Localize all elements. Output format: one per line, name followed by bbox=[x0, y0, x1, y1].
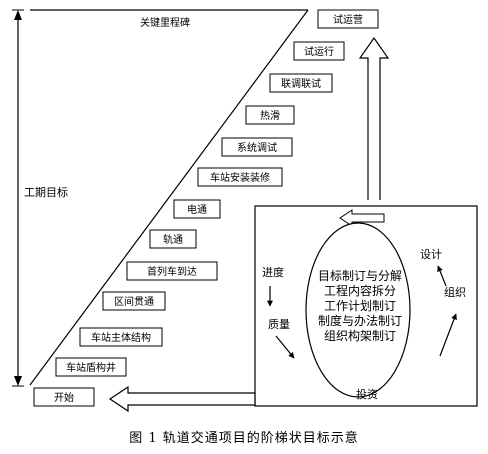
step-box-0 bbox=[33, 387, 95, 407]
box-top-left-arrow bbox=[339, 209, 385, 227]
arrow-to-organization bbox=[439, 313, 457, 357]
step-box-5 bbox=[149, 229, 197, 249]
step-label-12: 试运营 bbox=[333, 13, 363, 26]
step-box-2 bbox=[79, 327, 163, 347]
up-hollow-arrow bbox=[358, 36, 390, 200]
oval-line-3: 制度与办法制订 bbox=[318, 313, 402, 328]
step-label-6: 电通 bbox=[187, 203, 207, 216]
step-label-1: 车站盾构井 bbox=[66, 361, 116, 374]
step-box-6 bbox=[173, 199, 221, 219]
step-label-8: 系统调试 bbox=[237, 141, 277, 154]
step-label-9: 热滑 bbox=[260, 109, 280, 122]
step-box-7 bbox=[197, 167, 283, 187]
step-box-1 bbox=[55, 357, 127, 377]
duration-label: 工期目标 bbox=[24, 185, 68, 199]
figure-caption: 图 1 轨道交通项目的阶梯状目标示意 bbox=[129, 430, 359, 446]
arrow-quality-down bbox=[275, 335, 295, 359]
cycle-label-organization: 组织 bbox=[444, 285, 466, 299]
step-box-4 bbox=[126, 261, 218, 281]
cycle-label-progress: 进度 bbox=[262, 265, 284, 279]
step-label-0: 开始 bbox=[54, 391, 74, 404]
duration-axis-top-arrowhead bbox=[14, 10, 22, 20]
oval-line-0: 目标制订与分解 bbox=[318, 269, 402, 283]
step-label-4: 首列车到达 bbox=[147, 265, 197, 278]
cycle-label-investment: 投资 bbox=[356, 387, 378, 401]
duration-axis-bottom-arrowhead bbox=[14, 376, 22, 386]
cycle-label-design: 设计 bbox=[420, 248, 442, 261]
triangle-hypotenuse bbox=[29, 9, 309, 386]
cycle-label-quality: 质量 bbox=[268, 318, 290, 331]
oval-line-4: 组织构架制订 bbox=[324, 328, 396, 343]
step-label-11: 试运行 bbox=[304, 45, 334, 58]
oval-line-1: 工程内容拆分 bbox=[324, 283, 396, 298]
bottom-left-hollow-arrow bbox=[108, 385, 256, 413]
step-label-5: 轨通 bbox=[163, 233, 183, 246]
step-label-3: 区间贯通 bbox=[114, 295, 154, 308]
staircase-steps: 开始 车站盾构井 车站主体结构 区间贯通 首列车到达 轨通 电通 车站安装装修 系统调试 热滑 联调… bbox=[33, 9, 379, 407]
step-label-10: 联调联试 bbox=[281, 77, 321, 90]
center-oval bbox=[305, 222, 411, 398]
oval-line-2: 工作计划制订 bbox=[324, 299, 396, 313]
step-box-9 bbox=[245, 105, 295, 125]
step-box-11 bbox=[293, 41, 345, 61]
step-box-10 bbox=[269, 73, 333, 93]
step-box-12 bbox=[317, 9, 379, 29]
milestone-title: 关键里程碑 bbox=[140, 16, 190, 29]
arrow-to-design bbox=[437, 265, 447, 287]
step-label-7: 车站安装装修 bbox=[210, 171, 270, 184]
step-box-8 bbox=[221, 137, 293, 157]
step-box-3 bbox=[102, 291, 166, 311]
step-label-2: 车站主体结构 bbox=[91, 331, 151, 344]
